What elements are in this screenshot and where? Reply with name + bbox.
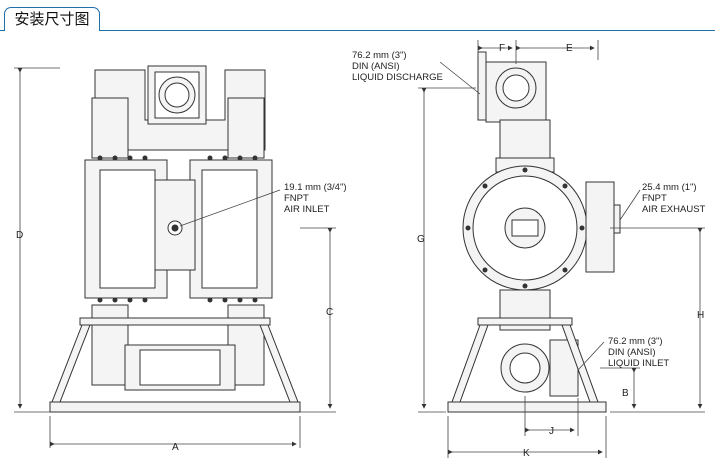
air-exhaust-label: AIR EXHAUST <box>642 204 706 215</box>
side-view <box>447 51 621 413</box>
dimension-label-a: A <box>172 442 179 453</box>
dimension-label-e: E <box>566 43 573 54</box>
liquid-discharge-flange: DIN (ANSI) <box>352 61 400 72</box>
dimension-label-c: C <box>326 307 333 318</box>
section-title: 安装尺寸图 <box>4 7 100 31</box>
air-inlet-thread: FNPT <box>284 193 309 204</box>
air-exhaust-size: 25.4 mm (1") <box>642 182 697 193</box>
section-header: 安装尺寸图 <box>0 0 715 34</box>
air-exhaust-thread: FNPT <box>642 193 667 204</box>
side-dimensions <box>418 40 705 458</box>
liquid-discharge-size: 76.2 mm (3") <box>352 50 407 61</box>
dimension-label-f: F <box>499 43 505 54</box>
dimension-label-d: D <box>16 230 23 241</box>
header-rule <box>100 30 715 31</box>
dimension-label-h: H <box>697 310 704 321</box>
air-inlet-size: 19.1 mm (3/4") <box>284 182 347 193</box>
liquid-discharge-label: LIQUID DISCHARGE <box>352 72 443 83</box>
front-dimensions <box>14 67 336 448</box>
header-rule-left <box>0 30 4 31</box>
dimension-label-b: B <box>622 388 629 399</box>
dimension-label-g: G <box>417 234 425 245</box>
dimension-drawing: D C A 19.1 mm (3/4") FNPT AIR INLET <box>14 40 706 458</box>
liquid-inlet-size: 76.2 mm (3") <box>608 336 663 347</box>
liquid-inlet-label: LIQUID INLET <box>608 358 669 369</box>
dimension-label-k: K <box>523 448 530 458</box>
liquid-inlet-flange: DIN (ANSI) <box>608 347 656 358</box>
front-view <box>49 65 301 413</box>
air-inlet-label: AIR INLET <box>284 204 330 215</box>
dimension-label-j: J <box>549 426 554 437</box>
